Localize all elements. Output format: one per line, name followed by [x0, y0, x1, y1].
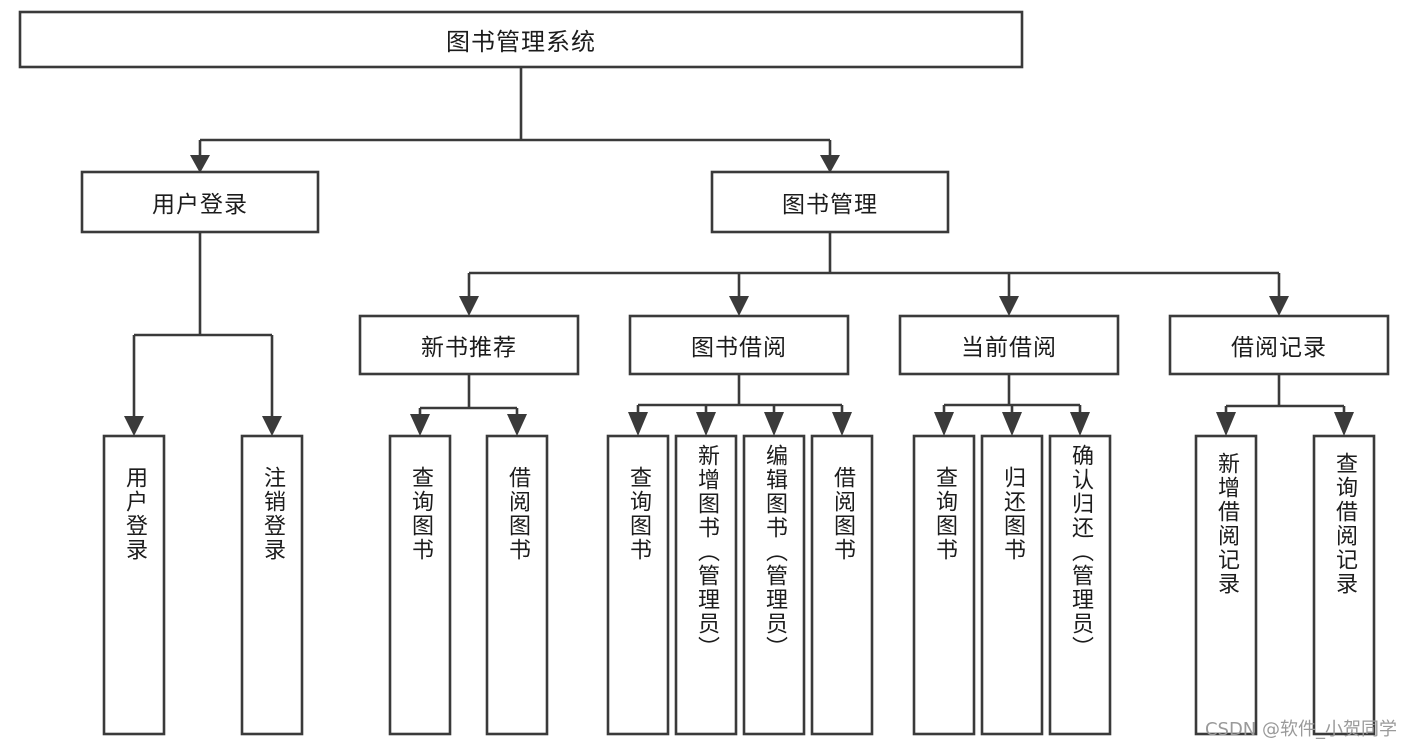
arrow-head-newbook [459, 296, 479, 316]
arrow-head-bookborrow [729, 296, 749, 316]
connector-newbook-to-leaves [410, 374, 527, 436]
arrow-head-bookborrow-leaf-2 [696, 412, 716, 436]
node-leaf-confirm-return-admin[interactable] [1048, 434, 1112, 736]
node-leaf-add-book-admin[interactable] [674, 434, 738, 736]
connector-root-to-level1 [190, 67, 840, 173]
arrow-head-leaf-logout [262, 416, 282, 436]
node-leaf-query-book-borrow[interactable] [606, 434, 670, 736]
node-borrow-record[interactable] [1168, 314, 1390, 376]
node-book-management[interactable] [710, 170, 950, 234]
arrow-head-currentborrow-leaf-3 [1070, 412, 1090, 436]
node-leaf-add-borrow-record[interactable] [1194, 434, 1258, 736]
connector-bookmgmt-to-level2 [459, 232, 1289, 316]
node-leaf-edit-book-admin[interactable] [742, 434, 806, 736]
arrow-head-bookborrow-leaf-1 [628, 412, 648, 436]
arrow-head-borrowrecord [1269, 296, 1289, 316]
node-current-borrow[interactable] [898, 314, 1120, 376]
node-leaf-user-login[interactable] [102, 434, 166, 736]
arrow-head-newbook-leaf-1 [410, 414, 430, 436]
arrow-head-newbook-leaf-2 [507, 414, 527, 436]
arrow-head-bookborrow-leaf-4 [832, 412, 852, 436]
connector-currentborrow-to-leaves [934, 374, 1090, 436]
node-leaf-borrow-book[interactable] [810, 434, 874, 736]
node-root-system[interactable] [18, 10, 1024, 69]
node-leaf-query-book-current[interactable] [912, 434, 976, 736]
node-leaf-return-book[interactable] [980, 434, 1044, 736]
arrow-head-leaf-user-login [124, 416, 144, 436]
node-user-login[interactable] [80, 170, 320, 234]
node-leaf-query-borrow-record[interactable] [1312, 434, 1376, 736]
arrow-head-bookmgmt [820, 155, 840, 173]
arrow-head-currentborrow-leaf-1 [934, 412, 954, 436]
arrow-head-borrowrecord-leaf-1 [1216, 412, 1236, 436]
node-book-borrow[interactable] [628, 314, 850, 376]
connector-userlogin-to-leaves [124, 232, 282, 436]
node-leaf-query-book-recommend[interactable] [388, 434, 452, 736]
arrow-head-bookborrow-leaf-3 [764, 412, 784, 436]
arrow-head-currentborrow [999, 296, 1019, 316]
connector-borrowrecord-to-leaves [1216, 374, 1354, 436]
node-new-book-recommend[interactable] [358, 314, 580, 376]
node-leaf-borrow-book-recommend[interactable] [485, 434, 549, 736]
arrow-head-currentborrow-leaf-2 [1002, 412, 1022, 436]
connector-bookborrow-to-leaves [628, 374, 852, 436]
arrow-head-borrowrecord-leaf-2 [1334, 412, 1354, 436]
arrow-head-userlogin [190, 155, 210, 173]
node-leaf-logout[interactable] [240, 434, 304, 736]
